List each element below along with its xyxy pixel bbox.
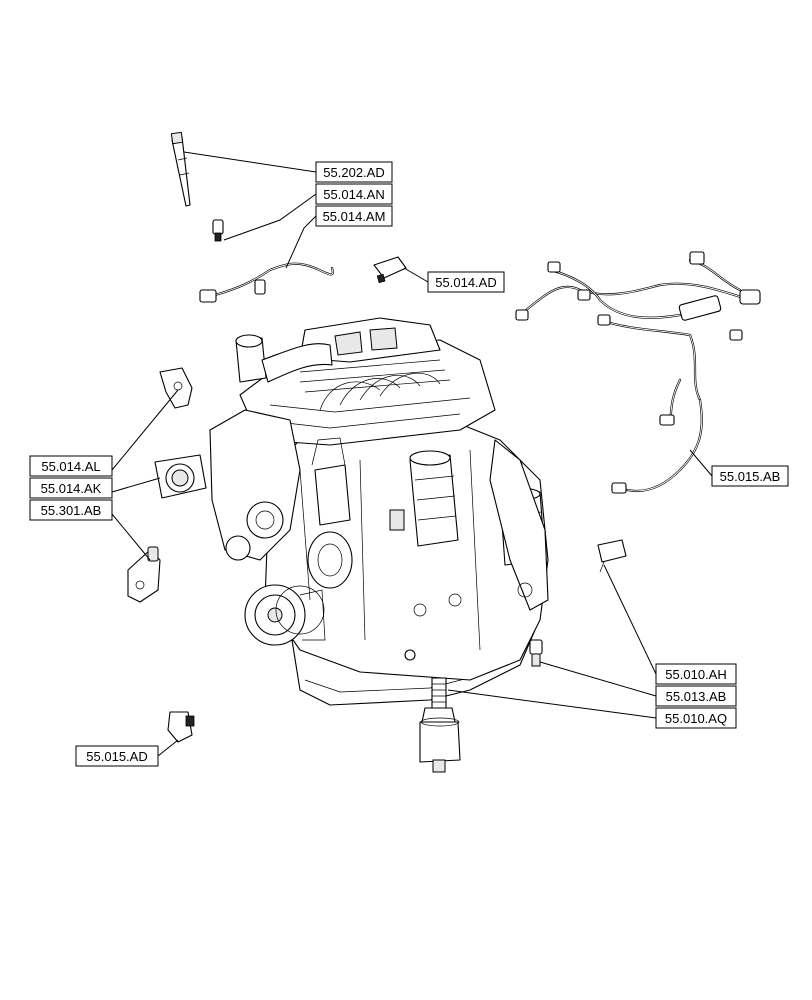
- callout-sensor-an[interactable]: 55.014.AN: [315, 183, 393, 205]
- callout-text: 55.014.AM: [323, 209, 386, 224]
- callout-text: 55.010.AQ: [665, 711, 727, 726]
- callout-text: 55.202.AD: [323, 165, 384, 180]
- leader-glow-plug: [183, 151, 317, 173]
- sensor-am-part: [199, 262, 334, 303]
- callout-labels: 55.202.AD 55.014.AN 55.014.AM 55.014.AD …: [29, 161, 789, 767]
- callout-text: 55.301.AB: [41, 503, 102, 518]
- leader-sensor-am: [285, 215, 317, 269]
- glow-plug-part: [170, 131, 191, 207]
- bracket-al-part: [159, 367, 193, 409]
- callout-text: 55.010.AH: [665, 667, 726, 682]
- leader-actuator-ab: [111, 513, 151, 561]
- callout-text: 55.015.AD: [86, 749, 147, 764]
- callout-sensor-am[interactable]: 55.014.AM: [315, 205, 393, 227]
- speed-sensor-ad-part: [167, 711, 195, 743]
- callout-sensor-ah[interactable]: 55.010.AH: [655, 663, 737, 685]
- leader-sensor-ad: [403, 267, 429, 283]
- wiring-harness-ab-part: [515, 251, 761, 494]
- throttle-body-ak-part: [154, 454, 207, 499]
- pressure-sensor-aq-part: [419, 677, 461, 773]
- callout-switch-ab[interactable]: 55.013.AB: [655, 685, 737, 707]
- callout-bracket-al[interactable]: 55.014.AL: [29, 455, 113, 477]
- leader-lines: [111, 151, 713, 757]
- engine-assembly: [209, 317, 549, 706]
- callout-text: 55.014.AD: [435, 275, 496, 290]
- callout-text: 55.013.AB: [666, 689, 727, 704]
- callout-text: 55.014.AL: [41, 459, 100, 474]
- leader-pressure-aq: [447, 689, 657, 719]
- callout-speed-sensor-ad[interactable]: 55.015.AD: [75, 745, 159, 767]
- leader-throttle-ak: [111, 477, 161, 493]
- leader-switch-ab: [539, 661, 657, 697]
- leader-bracket-al: [111, 389, 179, 471]
- callout-glow-plug[interactable]: 55.202.AD: [315, 161, 393, 183]
- callout-sensor-ad[interactable]: 55.014.AD: [427, 271, 505, 293]
- leader-harness-ab: [689, 449, 713, 477]
- sensor-ah-part: [597, 539, 627, 573]
- callout-wiring-harness-ab[interactable]: 55.015.AB: [711, 465, 789, 487]
- switch-ab-part: [529, 639, 543, 667]
- callout-actuator-ab[interactable]: 55.301.AB: [29, 499, 113, 521]
- leader-speed-ad: [157, 739, 179, 757]
- callout-text: 55.014.AK: [41, 481, 102, 496]
- actuator-ab-part: [127, 546, 161, 603]
- sensor-an-part: [212, 219, 224, 242]
- leader-sensor-ah: [603, 564, 657, 675]
- callout-pressure-sensor-aq[interactable]: 55.010.AQ: [655, 707, 737, 729]
- callout-text: 55.015.AB: [720, 469, 781, 484]
- callout-text: 55.014.AN: [323, 187, 384, 202]
- leader-sensor-an: [223, 193, 317, 241]
- callout-throttle-body-ak[interactable]: 55.014.AK: [29, 477, 113, 499]
- sensor-ad-part: [373, 256, 407, 284]
